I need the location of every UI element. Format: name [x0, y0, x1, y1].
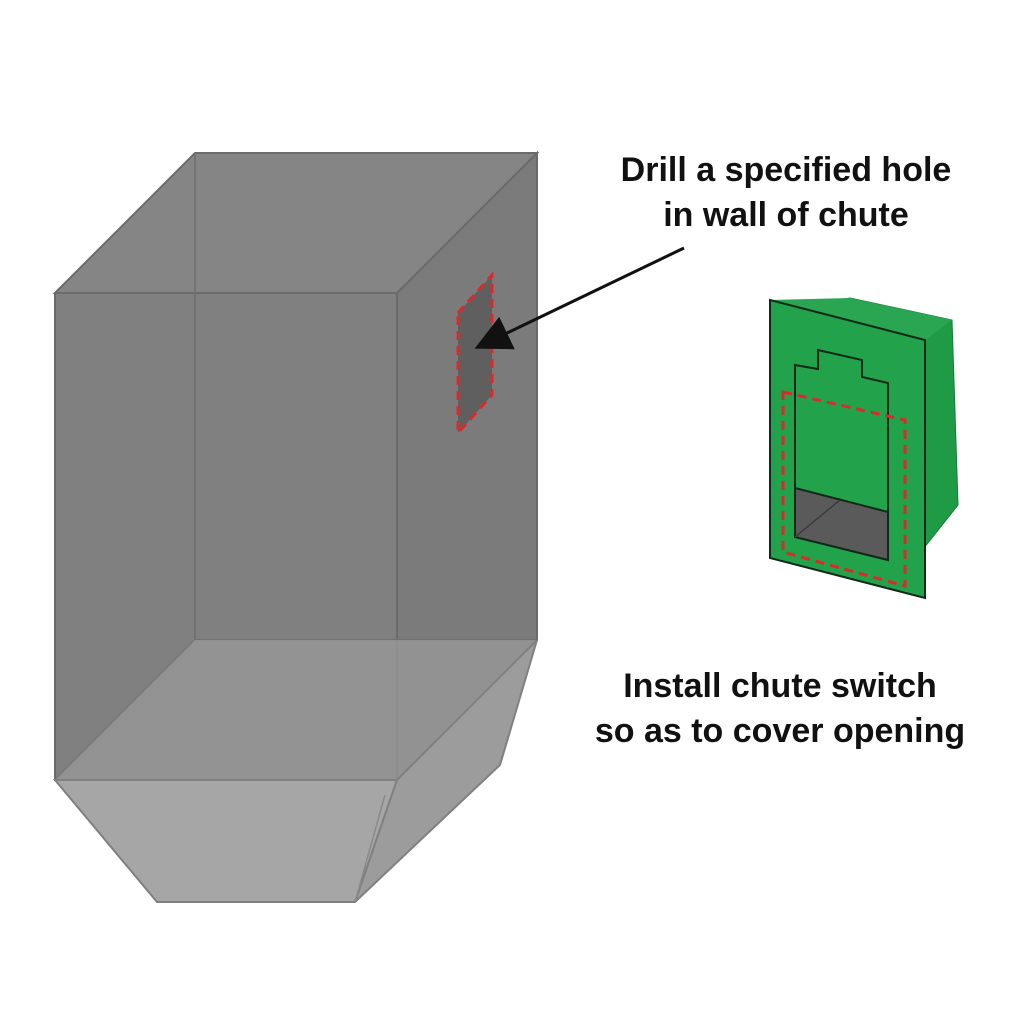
caption-drill-hole: Drill a specified hole in wall of chute: [566, 148, 1006, 238]
caption-install-switch: Install chute switch so as to cover open…: [550, 664, 1010, 754]
chute-switch: [769, 297, 959, 600]
hopper-side-face: [354, 639, 538, 903]
caption-install-line-2: so as to cover opening: [594, 712, 966, 750]
chute: [52, 150, 540, 903]
switch-cover-outline: [781, 390, 907, 588]
hopper-front-face: [52, 779, 399, 903]
arrow-to-hole: [474, 246, 685, 350]
switch-opening-inner-edge: [794, 499, 841, 538]
chute-bottom-plane: [55, 640, 537, 780]
hopper-hidden-edge: [354, 794, 386, 903]
switch-body-top: [770, 298, 952, 340]
drilled-hole: [456, 271, 494, 437]
caption-install-line-1: Install chute switch: [623, 667, 937, 705]
switch-opening: [794, 486, 889, 562]
caption-drill-line-1: Drill a specified hole: [620, 151, 952, 189]
caption-drill-line-2: in wall of chute: [663, 196, 909, 234]
